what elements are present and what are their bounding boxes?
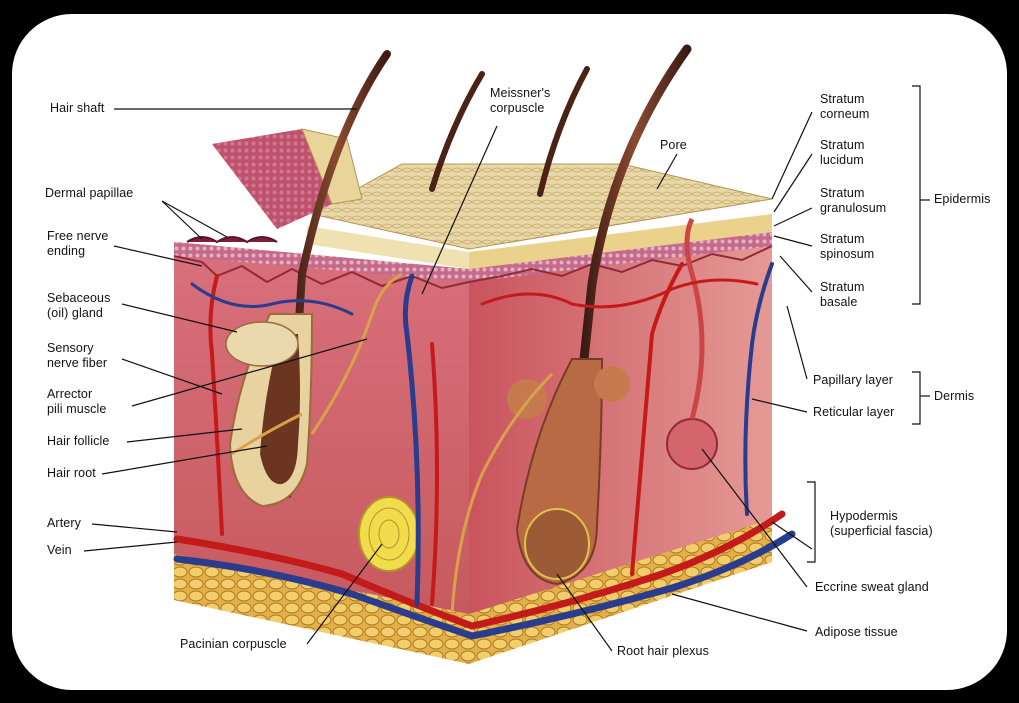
label-sebaceous-gland: Sebaceous (oil) gland: [47, 291, 110, 321]
label-hair-shaft: Hair shaft: [50, 101, 105, 116]
label-root-hair-plexus: Root hair plexus: [617, 644, 709, 659]
label-meissners-corpuscle: Meissner's corpuscle: [490, 86, 550, 116]
label-pore: Pore: [660, 138, 687, 153]
label-stratum-spinosum: Stratum spinosum: [820, 232, 874, 262]
label-adipose-tissue: Adipose tissue: [815, 625, 898, 640]
pacinian-corpuscle-shape: [359, 497, 419, 571]
label-hair-follicle: Hair follicle: [47, 434, 109, 449]
label-papillary-layer: Papillary layer: [813, 373, 893, 388]
label-arrector-pili: Arrector pili muscle: [47, 387, 106, 417]
label-vein: Vein: [47, 543, 72, 558]
label-sensory-nerve-fiber: Sensory nerve fiber: [47, 341, 107, 371]
label-stratum-granulosum: Stratum granulosum: [820, 186, 886, 216]
label-eccrine-sweat-gland: Eccrine sweat gland: [815, 580, 929, 595]
label-hair-root: Hair root: [47, 466, 96, 481]
label-reticular-layer: Reticular layer: [813, 405, 894, 420]
label-stratum-lucidum: Stratum lucidum: [820, 138, 864, 168]
label-group-dermis: Dermis: [934, 389, 974, 404]
label-artery: Artery: [47, 516, 81, 531]
label-stratum-corneum: Stratum corneum: [820, 92, 869, 122]
label-pacinian-corpuscle: Pacinian corpuscle: [180, 637, 287, 652]
label-hypodermis: Hypodermis (superficial fascia): [830, 509, 933, 539]
diagram-card: Hair shaft Dermal papillae Free nerve en…: [12, 14, 1007, 690]
label-free-nerve-ending: Free nerve ending: [47, 229, 108, 259]
label-stratum-basale: Stratum basale: [820, 280, 864, 310]
label-dermal-papillae: Dermal papillae: [45, 186, 133, 201]
label-group-epidermis: Epidermis: [934, 192, 990, 207]
